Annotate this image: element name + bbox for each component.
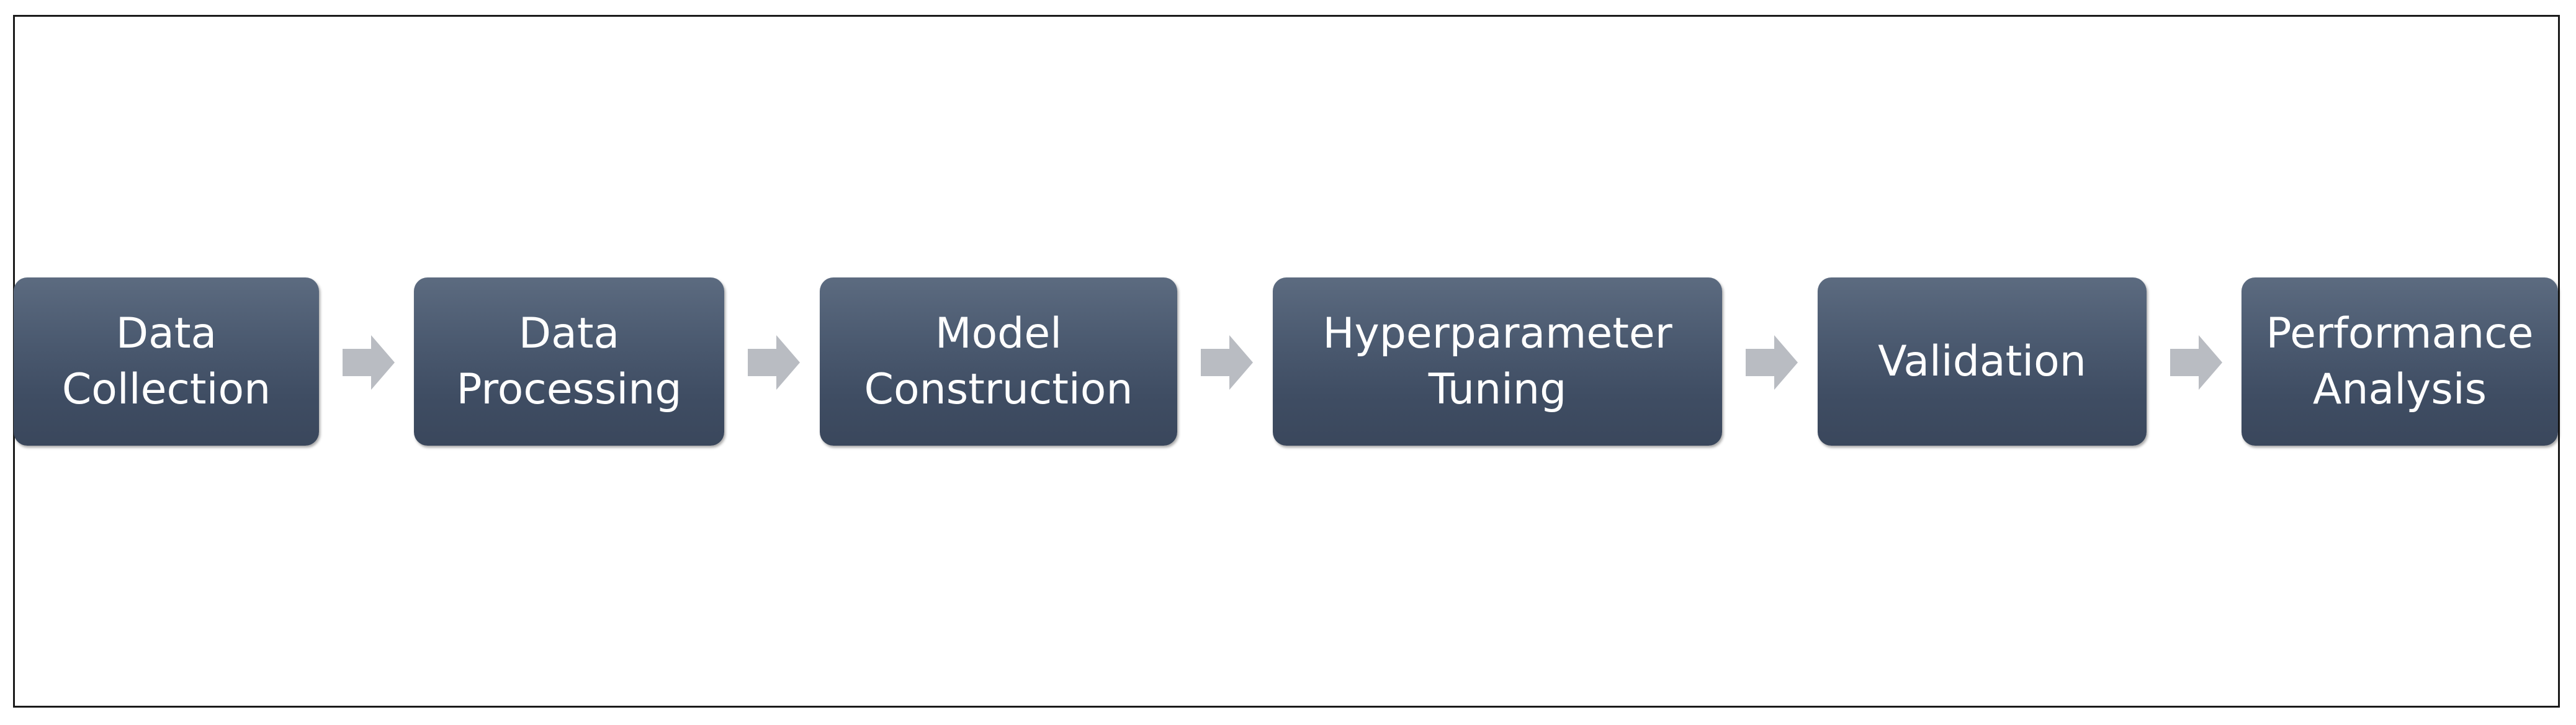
arrow-right-icon [2170, 335, 2222, 390]
step-label: Hyperparameter Tuning [1322, 308, 1672, 414]
arrow-right-icon [748, 335, 800, 390]
step-validation: Validation [1818, 277, 2147, 446]
step-performance-analysis: Performance Analysis [2242, 277, 2558, 446]
arrow-right-icon [1746, 335, 1798, 390]
arrow-right-icon [343, 335, 395, 390]
step-label: Data Processing [456, 308, 682, 414]
arrow-right-icon [1201, 335, 1253, 390]
step-label: Model Construction [864, 308, 1133, 414]
step-model-construction: Model Construction [820, 277, 1177, 446]
step-hyperparameter-tuning: Hyperparameter Tuning [1273, 277, 1722, 446]
step-label: Validation [1878, 336, 2086, 386]
step-data-processing: Data Processing [414, 277, 724, 446]
step-label: Performance Analysis [2266, 308, 2534, 414]
step-data-collection: Data Collection [14, 277, 319, 446]
step-label: Data Collection [61, 308, 271, 414]
